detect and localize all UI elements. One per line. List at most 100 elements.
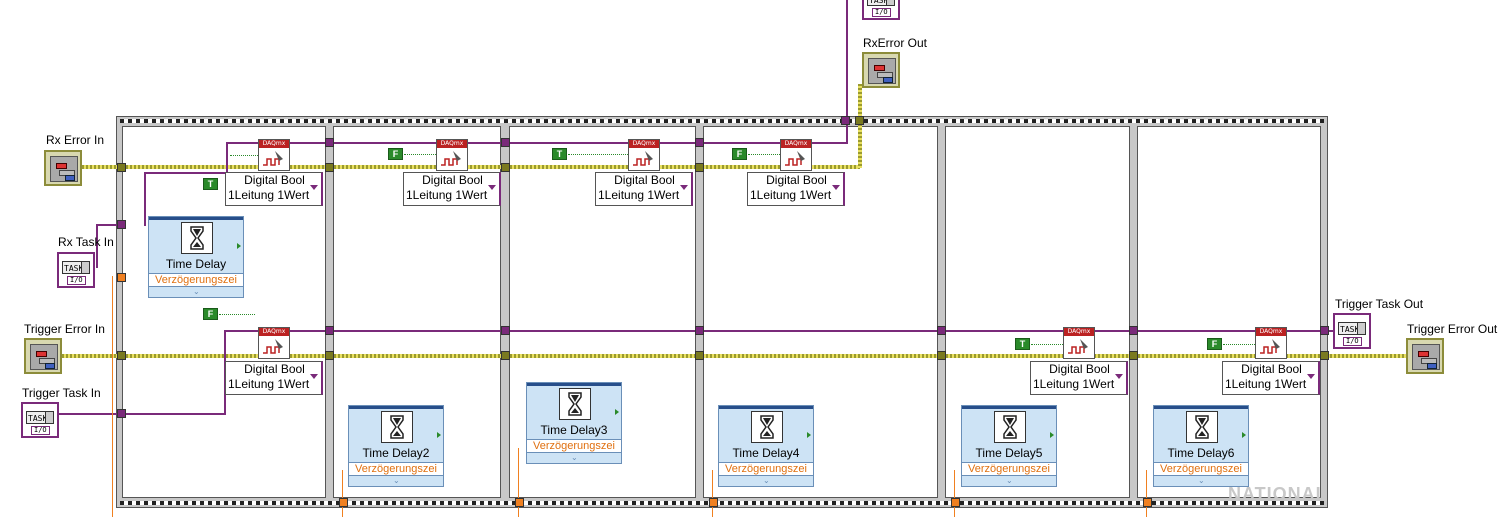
hourglass-icon [559,388,591,420]
trigger-task-wire-in[interactable] [58,413,226,415]
tunnel [951,498,960,507]
hourglass-icon [1186,411,1218,443]
trigger-error-wire[interactable] [62,354,1408,358]
daqmx-polymorphic-selector[interactable]: Digital Bool 1Leitung 1Wert [403,172,501,206]
tunnel [325,138,334,147]
tunnel [1320,326,1329,335]
poly-line2: 1Leitung 1Wert [228,377,310,391]
rx-error-out-terminal[interactable] [862,52,900,88]
delay-wire-1[interactable] [112,276,113,517]
trigger-error-in-terminal[interactable] [24,338,62,374]
time-delay-vi[interactable]: Time Delay6 Verzögerungszei ⌄ [1153,405,1249,487]
delay-wire-4[interactable] [712,470,713,517]
trigger-error-out-terminal[interactable] [1406,338,1444,374]
daqmx-header: DAQmx [781,140,811,148]
trigger-task-out-terminal[interactable]: TASK I/O [1333,313,1371,349]
rx-task-in-terminal[interactable]: TASK I/O [57,252,95,288]
daqmx-write-icon[interactable]: DAQmx [258,327,290,359]
tunnel [515,498,524,507]
daqmx-polymorphic-selector[interactable]: Digital Bool 1Leitung 1Wert [225,172,323,206]
daqmx-polymorphic-selector[interactable]: Digital Bool 1Leitung 1Wert [1030,361,1128,395]
bool-wire [748,154,782,155]
rx-error-in-terminal[interactable] [44,150,82,186]
expand-chevron-icon[interactable]: ⌄ [393,476,400,485]
expand-chevron-icon[interactable]: ⌄ [763,476,770,485]
poly-line1: Digital Bool [422,173,483,187]
time-delay-vi[interactable]: Time Delay2 Verzögerungszei ⌄ [348,405,444,487]
time-delay-vi[interactable]: Time Delay3 Verzögerungszei ⌄ [526,382,622,464]
rx-error-out-label: RxError Out [863,36,928,50]
hourglass-icon [751,411,783,443]
poly-line1: Digital Bool [1241,362,1302,376]
delay-parameter[interactable]: Verzögerungszei [1154,462,1248,476]
daqmx-polymorphic-selector[interactable]: Digital Bool 1Leitung 1Wert [595,172,693,206]
daqmx-write-icon[interactable]: DAQmx [1063,327,1095,359]
poly-line2: 1Leitung 1Wert [406,188,488,202]
rx-task-wire-inner-v2[interactable] [226,142,228,172]
time-delay-name: Time Delay4 [732,446,800,460]
true-constant[interactable]: T [1015,338,1030,350]
daqmx-polymorphic-selector[interactable]: Digital Bool 1Leitung 1Wert [225,361,323,395]
time-delay-vi[interactable]: Time Delay Verzögerungszei ⌄ [148,216,244,298]
rx-task-wire[interactable] [226,142,848,144]
delay-parameter[interactable]: Verzögerungszei [149,273,243,287]
tunnel [117,351,126,360]
daqmx-write-icon[interactable]: DAQmx [436,139,468,171]
tunnel [855,116,864,125]
daqmx-write-icon[interactable]: DAQmx [780,139,812,171]
tunnel [325,351,334,360]
false-constant[interactable]: F [1207,338,1222,350]
expand-chevron-icon[interactable]: ⌄ [571,453,578,462]
task-text: TASK [1340,325,1360,334]
hourglass-icon [994,411,1026,443]
trigger-task-in-terminal[interactable]: TASK I/O [21,402,59,438]
delay-wire-5[interactable] [954,470,955,517]
tunnel [117,163,126,172]
rx-error-wire[interactable] [82,165,860,169]
rx-task-wire-in-v[interactable] [96,224,98,268]
poly-line2: 1Leitung 1Wert [228,188,310,202]
rx-error-wire-up[interactable] [858,84,862,168]
delay-wire-2[interactable] [342,470,343,517]
rx-task-wire-inner-v[interactable] [144,172,146,226]
false-constant[interactable]: F [388,148,403,160]
time-delay-vi[interactable]: Time Delay5 Verzögerungszei ⌄ [961,405,1057,487]
delay-parameter[interactable]: Verzögerungszei [527,439,621,453]
trigger-task-wire[interactable] [226,330,1336,332]
time-delay-vi[interactable]: Time Delay4 Verzögerungszei ⌄ [718,405,814,487]
rx-task-wire-in[interactable] [98,224,122,226]
task-text: TASK [28,414,48,423]
delay-parameter[interactable]: Verzögerungszei [962,462,1056,476]
expand-chevron-icon[interactable]: ⌄ [1198,476,1205,485]
tunnel [501,326,510,335]
daqmx-write-icon[interactable]: DAQmx [1255,327,1287,359]
rx-task-wire-inner-h[interactable] [144,172,228,174]
daqmx-write-icon[interactable]: DAQmx [628,139,660,171]
false-constant[interactable]: F [732,148,747,160]
frame-sprocket-bottom [120,501,1324,505]
expand-chevron-icon[interactable]: ⌄ [1006,476,1013,485]
task-text: TASK [869,0,889,5]
daqmx-write-icon[interactable]: DAQmx [258,139,290,171]
delay-wire-3[interactable] [518,448,519,517]
rx-task-wire-up[interactable] [846,0,848,144]
delay-wire-6[interactable] [1146,470,1147,517]
time-delay-name: Time Delay3 [540,423,608,437]
io-text: I/O [31,426,50,435]
expand-chevron-icon[interactable]: ⌄ [193,287,200,296]
tunnel [325,326,334,335]
delay-parameter[interactable]: Verzögerungszei [719,462,813,476]
true-constant[interactable]: T [203,178,218,190]
poly-line1: Digital Bool [244,362,305,376]
daqmx-polymorphic-selector[interactable]: Digital Bool 1Leitung 1Wert [1222,361,1320,395]
hourglass-icon [381,411,413,443]
false-constant[interactable]: F [203,308,218,320]
poly-line2: 1Leitung 1Wert [598,188,680,202]
true-constant[interactable]: T [552,148,567,160]
tunnel [1143,498,1152,507]
rx-task-out-terminal[interactable]: TASK I/O [862,0,900,20]
daqmx-polymorphic-selector[interactable]: Digital Bool 1Leitung 1Wert [747,172,845,206]
delay-parameter[interactable]: Verzögerungszei [349,462,443,476]
time-delay-name: Time Delay [165,257,227,271]
daqmx-header: DAQmx [259,328,289,336]
